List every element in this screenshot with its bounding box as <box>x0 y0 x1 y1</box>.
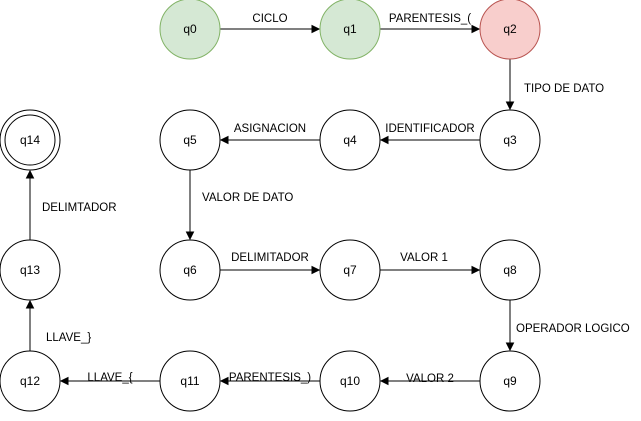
transition-label: LLAVE_} <box>46 332 91 344</box>
state-q6: q6 <box>159 239 221 301</box>
transition-label: VALOR DE DATO <box>202 192 293 204</box>
state-label: q12 <box>20 374 40 388</box>
state-label: q7 <box>343 263 357 277</box>
arrowhead-icon <box>505 101 515 111</box>
state-label: q8 <box>503 263 517 277</box>
arrowhead-icon <box>25 299 35 309</box>
state-q1: q1 <box>319 0 381 60</box>
arrowhead-icon <box>185 231 195 241</box>
state-label: q0 <box>183 22 197 36</box>
state-circle <box>319 109 381 171</box>
state-circle <box>0 350 61 412</box>
state-q4: q4 <box>319 109 381 171</box>
state-label: q11 <box>180 374 199 388</box>
state-q10: q10 <box>319 350 381 412</box>
state-circle <box>479 0 541 60</box>
final-state-inner-ring <box>4 114 56 166</box>
state-label: q5 <box>183 133 197 147</box>
transition-q3-q4 <box>379 135 480 145</box>
state-label: q9 <box>503 374 517 388</box>
arrowhead-icon <box>379 376 389 386</box>
arrowhead-icon <box>471 24 481 34</box>
state-circle <box>159 109 221 171</box>
state-q9: q9 <box>479 350 541 412</box>
state-label: q14 <box>20 133 40 147</box>
state-q13: q13 <box>0 239 61 301</box>
states-layer: q0 q1 q2 q3 q4 q5 q6 q7 q8 q9 q10 q11 q12 q13 q14 <box>0 0 541 412</box>
arrowhead-icon <box>311 265 321 275</box>
transition-q9-q10 <box>379 376 480 386</box>
transition-label: OPERADOR LOGICO <box>516 323 630 335</box>
state-q11: q11 <box>159 350 221 412</box>
transition-label: CICLO <box>252 13 287 25</box>
transition-label: DELIMITADOR <box>231 252 309 264</box>
transitions-layer <box>25 24 515 386</box>
transition-label: PARENTESIS_) <box>229 372 311 384</box>
transition-label: VALOR 2 <box>406 373 454 385</box>
arrowhead-icon <box>219 135 229 145</box>
transition-q10-q11 <box>219 376 320 386</box>
state-label: q13 <box>20 263 40 277</box>
state-q14: q14 <box>0 109 61 171</box>
state-circle <box>0 109 61 171</box>
state-circle <box>0 239 61 301</box>
arrowhead-icon <box>311 24 321 34</box>
state-label: q6 <box>183 263 197 277</box>
transition-q12-q13 <box>25 299 35 351</box>
state-circle <box>159 239 221 301</box>
state-circle <box>479 109 541 171</box>
transition-label: ASIGNACION <box>234 123 306 135</box>
state-label: q1 <box>343 22 357 36</box>
state-q3: q3 <box>479 109 541 171</box>
transition-q1-q2 <box>380 24 481 34</box>
transition-label: VALOR 1 <box>400 252 448 264</box>
transition-q6-q7 <box>220 265 321 275</box>
state-q0: q0 <box>159 0 221 60</box>
arrowhead-icon <box>379 135 389 145</box>
state-circle <box>319 239 381 301</box>
state-label: q10 <box>340 374 360 388</box>
transition-q0-q1 <box>220 24 321 34</box>
transition-label: DELIMTADOR <box>42 202 117 214</box>
state-q7: q7 <box>319 239 381 301</box>
state-q5: q5 <box>159 109 221 171</box>
state-circle <box>159 0 221 60</box>
transition-label: IDENTIFICADOR <box>385 123 474 135</box>
arrowhead-icon <box>25 169 35 179</box>
transition-q2-q3 <box>505 59 515 111</box>
state-circle <box>479 239 541 301</box>
state-label: q3 <box>503 133 517 147</box>
state-q8: q8 <box>479 239 541 301</box>
arrowhead-icon <box>59 376 69 386</box>
transition-q11-q12 <box>59 376 160 386</box>
transition-label: PARENTESIS_( <box>389 13 471 25</box>
arrowhead-icon <box>471 265 481 275</box>
state-circle <box>319 0 381 60</box>
state-label: q2 <box>503 22 517 36</box>
transition-q13-q14 <box>25 169 35 240</box>
arrowhead-icon <box>219 376 229 386</box>
state-circle <box>159 350 221 412</box>
transition-labels-layer: CICLO PARENTESIS_( TIPO DE DATO IDENTIFICAD… <box>42 13 630 385</box>
state-q12: q12 <box>0 350 61 412</box>
transition-q8-q9 <box>505 300 515 352</box>
transition-q7-q8 <box>380 265 481 275</box>
state-label: q4 <box>343 133 357 147</box>
transition-label: LLAVE_{ <box>87 372 132 384</box>
state-q2: q2 <box>479 0 541 60</box>
transition-label: TIPO DE DATO <box>524 83 604 95</box>
arrowhead-icon <box>505 342 515 352</box>
state-circle <box>319 350 381 412</box>
transition-q5-q6 <box>185 170 195 241</box>
state-circle <box>479 350 541 412</box>
transition-q4-q5 <box>219 135 320 145</box>
